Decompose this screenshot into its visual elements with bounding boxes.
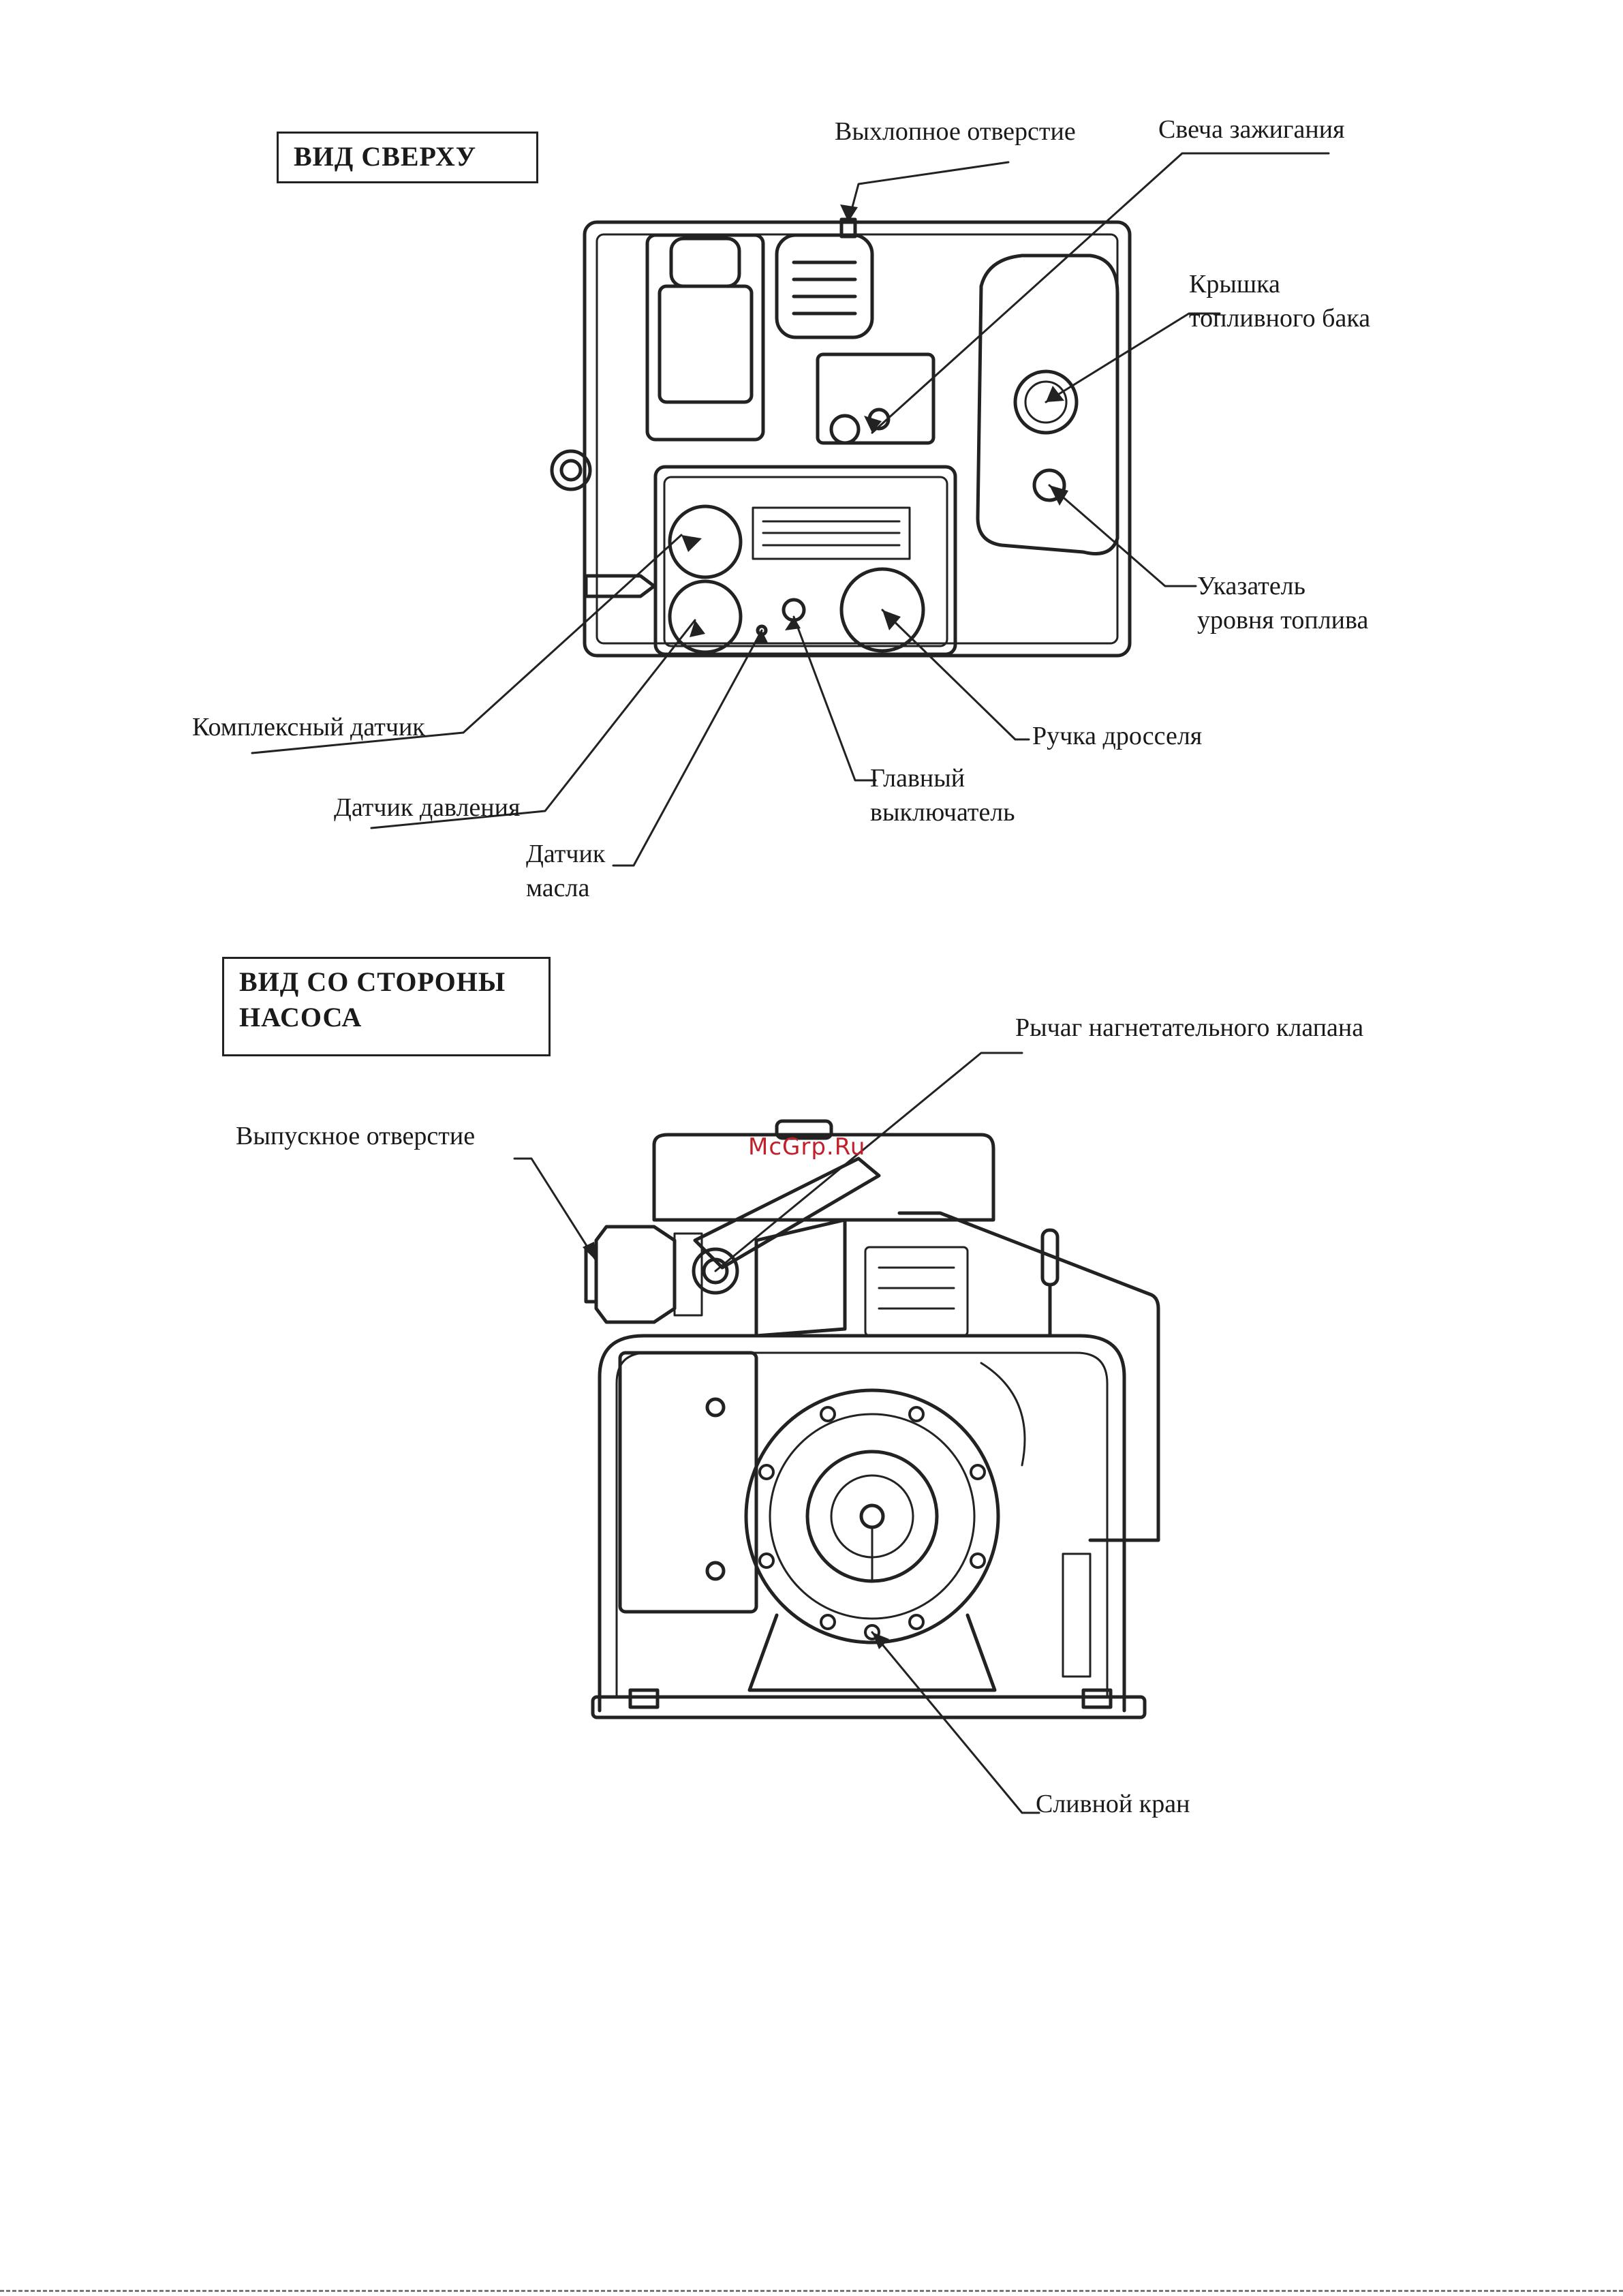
label-main-switch-line1: Главный bbox=[870, 761, 1015, 795]
arrowheads bbox=[583, 204, 1068, 1649]
label-fuel-cap-line2: топливного бака bbox=[1189, 301, 1370, 335]
label-fuel-cap: Крышка топливного бака bbox=[1189, 267, 1370, 335]
label-drain: Сливной кран bbox=[1036, 1787, 1190, 1821]
label-exhaust: Выхлопное отверстие bbox=[835, 114, 1076, 149]
label-fuel-cap-line1: Крышка bbox=[1189, 267, 1370, 301]
label-spark-plug: Свеча зажигания bbox=[1158, 112, 1345, 147]
label-oil-sensor-line2: масла bbox=[526, 871, 605, 905]
label-fuel-gauge: Указатель уровня топлива bbox=[1197, 569, 1368, 637]
top-view-leaders bbox=[252, 153, 1329, 866]
label-pressure-gauge: Датчик давления bbox=[334, 791, 520, 825]
top-view-machine bbox=[552, 219, 1130, 656]
label-main-switch: Главный выключатель bbox=[870, 761, 1015, 829]
label-main-switch-line2: выключатель bbox=[870, 795, 1015, 829]
pump-view-title: ВИД СО СТОРОНЫ НАСОСА bbox=[222, 957, 551, 1056]
pump-view-machine bbox=[586, 1121, 1158, 1717]
label-discharge-lever: Рычаг нагнетательного клапана bbox=[1015, 1011, 1363, 1045]
pump-view-title-line2: НАСОСА bbox=[239, 1000, 534, 1035]
label-fuel-gauge-line2: уровня топлива bbox=[1197, 603, 1368, 637]
label-oil-sensor-line1: Датчик bbox=[526, 837, 605, 871]
label-fuel-gauge-line1: Указатель bbox=[1197, 569, 1368, 603]
label-outlet: Выпускное отверстие bbox=[236, 1119, 475, 1153]
page-bottom-rule bbox=[0, 2290, 1623, 2292]
watermark-text: McGrp.Ru bbox=[748, 1133, 865, 1161]
pump-view-title-line1: ВИД СО СТОРОНЫ bbox=[239, 964, 534, 1000]
label-throttle: Ручка дросселя bbox=[1032, 719, 1202, 753]
top-view-title-text: ВИД СВЕРХУ bbox=[294, 141, 476, 172]
top-view-title: ВИД СВЕРХУ bbox=[277, 132, 538, 183]
label-complex-gauge: Комплексный датчик bbox=[192, 710, 425, 744]
label-oil-sensor: Датчик масла bbox=[526, 837, 605, 905]
